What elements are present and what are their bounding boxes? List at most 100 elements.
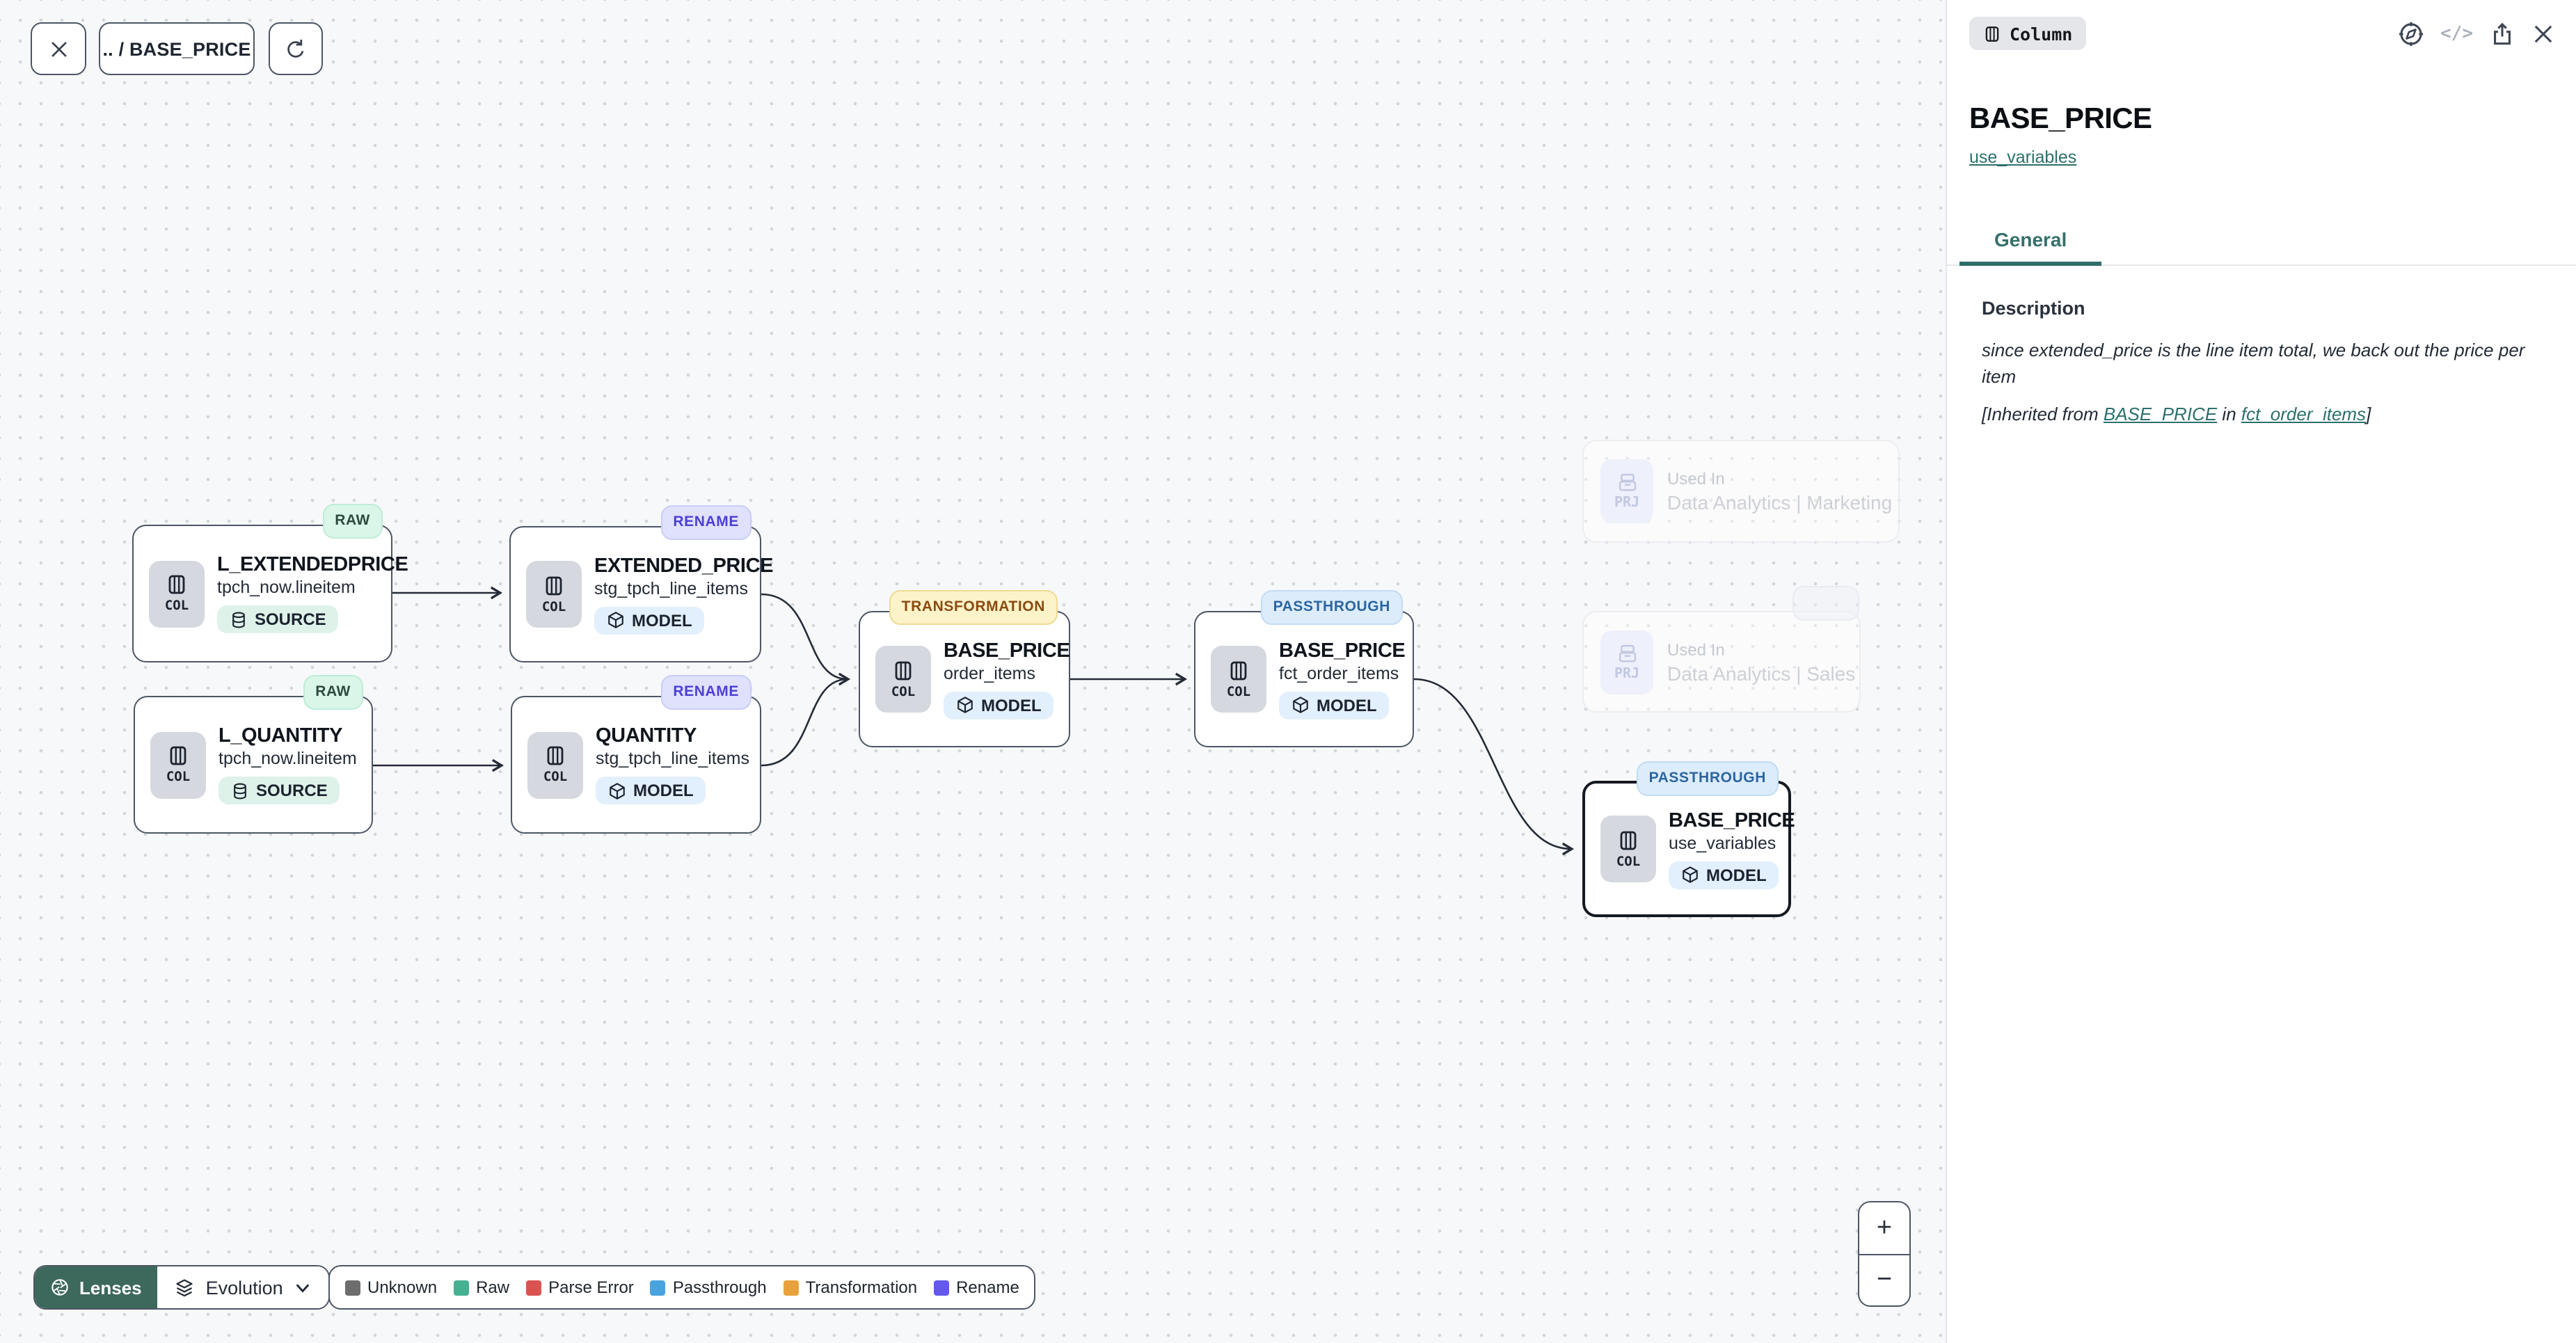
model-chip: MODEL — [596, 777, 706, 804]
aperture-icon — [50, 1278, 70, 1297]
edge-type-badge: TRANSFORMATION — [889, 590, 1058, 625]
lenses-button[interactable]: Lenses — [35, 1266, 157, 1308]
model-link[interactable]: use_variables — [1969, 148, 2077, 167]
share-icon[interactable] — [2490, 22, 2515, 47]
description-heading: Description — [1982, 298, 2085, 319]
legend-item-transformation: Transformation — [783, 1278, 917, 1297]
panel-title: BASE_PRICE — [1969, 103, 2152, 135]
edge-type-badge: RAW — [303, 675, 363, 710]
column-kind-box: COL — [149, 560, 205, 627]
legend-swatch — [650, 1280, 666, 1295]
column-kind-box: COL — [1211, 646, 1266, 713]
column-icon — [167, 745, 189, 767]
node-subtitle: tpch_now.lineitem — [218, 749, 357, 768]
lineage-node-base-price-use-variables[interactable]: PASSTHROUGH COL BASE_PRICE use_variables… — [1582, 761, 1795, 917]
legend-item-passthrough: Passthrough — [650, 1278, 767, 1297]
column-kind-box: COL — [526, 561, 582, 628]
compass-icon[interactable] — [2397, 21, 2424, 47]
lineage-node-base-price-fct-order-items[interactable]: PASSTHROUGH COL BASE_PRICE fct_order_ite… — [1194, 590, 1414, 747]
lineage-node-l-extendedprice[interactable]: RAW COL L_EXTENDEDPRICE tpch_now.lineite… — [132, 504, 408, 662]
refresh-icon — [284, 37, 308, 61]
edge-type-legend: Unknown Raw Parse Error Passthrough Tran… — [328, 1265, 1036, 1310]
faded-edge-type-badge — [1792, 586, 1859, 621]
project-kind-icon: PRJ — [1600, 459, 1653, 523]
column-icon — [1617, 829, 1639, 851]
lineage-node-extended-price[interactable]: RENAME COL EXTENDED_PRICE stg_tpch_line_… — [509, 505, 773, 662]
node-subtitle: stg_tpch_line_items — [596, 749, 749, 768]
column-icon — [544, 745, 566, 767]
refresh-button[interactable] — [269, 22, 323, 75]
node-subtitle: tpch_now.lineitem — [217, 578, 356, 597]
edge-type-badge: RENAME — [660, 675, 752, 710]
cube-icon — [956, 696, 974, 714]
panel-tabs: General — [1947, 218, 2576, 266]
description-section: Description since extended_price is the … — [1982, 298, 2537, 425]
zoom-in-button[interactable]: + — [1876, 1213, 1893, 1242]
used-in-node-marketing[interactable]: PRJ Used In Data Analytics | Marketing — [1582, 440, 1900, 543]
close-lineage-button[interactable] — [31, 22, 86, 75]
lineage-node-l-quantity[interactable]: RAW COL L_QUANTITY tpch_now.lineitem SOU… — [134, 675, 373, 834]
inherited-column-link[interactable]: BASE_PRICE — [2103, 404, 2218, 425]
legend-item-rename: Rename — [934, 1278, 1019, 1297]
close-icon — [48, 38, 69, 59]
breadcrumb[interactable]: .. / BASE_PRICE — [99, 22, 255, 75]
legend-item-raw: Raw — [454, 1278, 509, 1297]
edge-type-badge: RAW — [322, 504, 383, 539]
cube-icon — [1681, 866, 1699, 884]
edge-type-badge: PASSTHROUGH — [1260, 590, 1403, 625]
database-icon — [231, 781, 249, 800]
legend-swatch — [783, 1280, 799, 1295]
node-title: L_EXTENDEDPRICE — [217, 554, 408, 576]
cube-icon — [608, 781, 626, 800]
column-icon — [1983, 24, 2001, 42]
node-title: QUANTITY — [596, 725, 697, 747]
cube-icon — [1291, 696, 1310, 714]
node-title: BASE_PRICE — [944, 639, 1070, 662]
column-kind-box: COL — [1600, 816, 1656, 882]
node-title: BASE_PRICE — [1669, 809, 1795, 832]
node-title: BASE_PRICE — [1279, 639, 1406, 662]
legend-swatch — [454, 1280, 470, 1295]
layers-icon — [174, 1277, 195, 1298]
model-chip: MODEL — [594, 606, 705, 634]
lens-mode-dropdown[interactable]: Evolution — [157, 1266, 329, 1308]
node-subtitle: order_items — [944, 663, 1035, 683]
lineage-node-quantity[interactable]: RENAME COL QUANTITY stg_tpch_line_items … — [511, 675, 761, 834]
close-panel-icon[interactable] — [2531, 22, 2555, 46]
column-icon — [892, 659, 914, 681]
legend-swatch — [345, 1280, 360, 1295]
node-title: EXTENDED_PRICE — [594, 555, 774, 577]
zoom-out-button[interactable]: − — [1859, 1254, 1909, 1305]
panel-actions: </> — [2397, 21, 2555, 47]
tab-general[interactable]: General — [1959, 218, 2102, 266]
node-title: L_QUANTITY — [218, 725, 343, 747]
column-kind-box: COL — [875, 646, 931, 713]
source-chip: SOURCE — [218, 777, 340, 804]
used-in-name: Data Analytics | Marketing — [1667, 491, 1893, 514]
used-in-label: Used In — [1667, 469, 1725, 488]
chevron-down-icon — [294, 1278, 312, 1296]
model-chip: MODEL — [1279, 691, 1390, 719]
used-in-node-sales[interactable]: PRJ Used In Data Analytics | Sales — [1582, 611, 1861, 713]
column-icon — [166, 573, 188, 596]
description-body: since extended_price is the line item to… — [1982, 340, 2525, 388]
model-chip: MODEL — [1669, 861, 1779, 889]
cube-icon — [607, 611, 625, 629]
node-subtitle: stg_tpch_line_items — [594, 578, 748, 598]
used-in-label: Used In — [1667, 639, 1725, 659]
used-in-name: Data Analytics | Sales — [1667, 662, 1856, 684]
entity-type-chip: Column — [1969, 17, 2087, 50]
lineage-node-base-price-order-items[interactable]: TRANSFORMATION COL BASE_PRICE order_item… — [859, 590, 1070, 747]
legend-swatch — [934, 1280, 950, 1295]
column-icon — [543, 574, 565, 596]
source-chip: SOURCE — [217, 605, 339, 633]
project-icon — [1616, 472, 1637, 493]
lineage-edges — [373, 586, 1575, 856]
node-subtitle: fct_order_items — [1279, 663, 1399, 683]
inherited-model-link[interactable]: fct_order_items — [2241, 404, 2367, 425]
model-chip: MODEL — [944, 691, 1054, 719]
legend-item-parse-error: Parse Error — [526, 1278, 634, 1297]
edge-type-badge: RENAME — [660, 505, 752, 540]
code-icon[interactable]: </> — [2440, 24, 2473, 45]
column-kind-box: COL — [150, 731, 206, 798]
